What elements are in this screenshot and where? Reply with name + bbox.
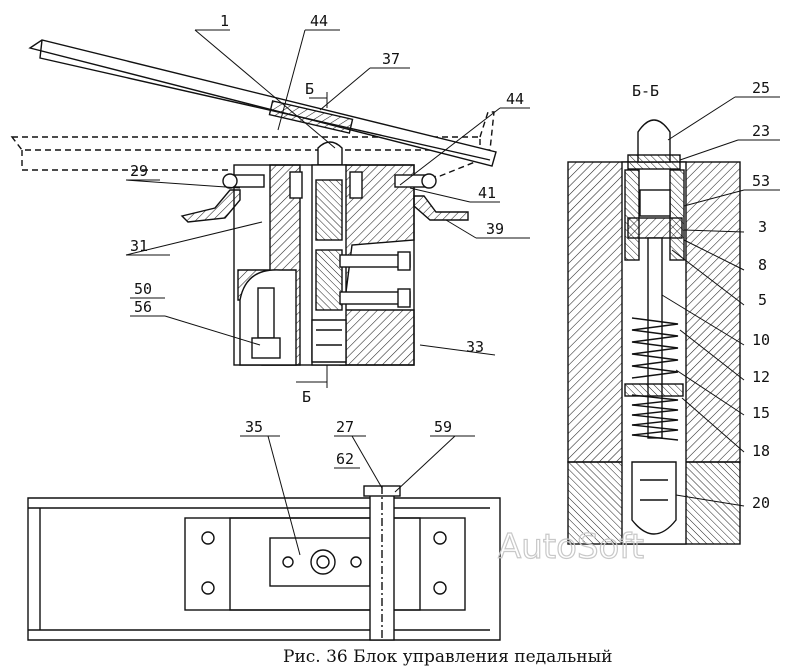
callout-3: 3: [758, 218, 767, 236]
callout-10: 10: [752, 331, 770, 349]
front-view: [10, 39, 497, 388]
bracket-right: [413, 195, 469, 221]
callout-44-top: 44: [310, 12, 328, 30]
callout-18: 18: [752, 442, 770, 460]
callout-25: 25: [752, 79, 770, 97]
callout-12: 12: [752, 368, 770, 386]
callout-5: 5: [758, 291, 767, 309]
callout-59: 59: [434, 418, 452, 436]
leader-lines-section: [661, 96, 780, 507]
callout-29: 29: [130, 162, 148, 180]
callout-44-right: 44: [506, 90, 524, 108]
callout-37: 37: [382, 50, 400, 68]
callout-27: 27: [336, 418, 354, 436]
callout-53: 53: [752, 172, 770, 190]
callout-23: 23: [752, 122, 770, 140]
callout-62: 62: [336, 450, 354, 468]
callout-labels: 1 44 37 44 29 41 31 39 50 56 33 Б Б Б-Б …: [130, 12, 770, 512]
callout-1: 1: [220, 12, 229, 30]
callout-35: 35: [245, 418, 263, 436]
callout-31: 31: [130, 237, 148, 255]
callout-15: 15: [752, 404, 770, 422]
callout-39: 39: [486, 220, 504, 238]
callout-33: 33: [466, 338, 484, 356]
plan-view: [27, 485, 501, 641]
callout-41: 41: [478, 184, 496, 202]
callout-56: 56: [134, 298, 152, 316]
watermark: AutoSoft: [498, 527, 644, 567]
callout-20: 20: [752, 494, 770, 512]
pedal-pad: [268, 100, 354, 134]
pedal-plate: [28, 39, 497, 167]
leader-lines-plan: [240, 435, 475, 556]
callout-50: 50: [134, 280, 152, 298]
callout-8: 8: [758, 256, 767, 274]
section-mark-bottom: Б: [302, 388, 311, 406]
section-title: Б-Б: [632, 82, 659, 100]
leader-lines-front: [125, 29, 530, 356]
figure-caption: Рис. 36 Блок управления педальный: [283, 647, 613, 667]
section-view: [567, 119, 741, 545]
section-mark-top: Б: [305, 80, 314, 98]
bracket-left: [180, 189, 241, 223]
